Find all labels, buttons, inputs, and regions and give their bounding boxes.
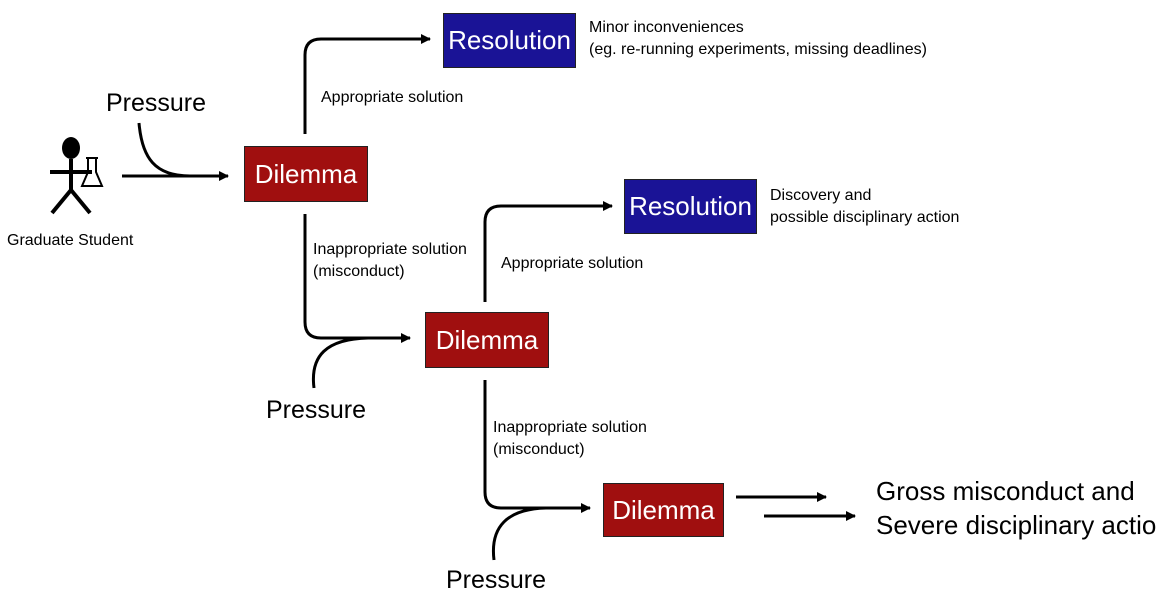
graduate-student-label: Graduate Student <box>7 232 134 249</box>
dilemma-box-2: Dilemma <box>425 312 549 368</box>
disciplinary-action-label: possible disciplinary action <box>770 209 960 226</box>
inappropriate-solution-label-1: Inappropriate solution <box>313 241 467 258</box>
flask-icon <box>80 157 104 187</box>
resolution-box-1-label: Resolution <box>448 25 571 55</box>
gross-misconduct-label: Gross misconduct and <box>876 476 1135 506</box>
appropriate-solution-label-2: Appropriate solution <box>501 255 644 272</box>
inappropriate-arrow-2 <box>483 380 591 513</box>
dilemma-box-1-label: Dilemma <box>254 158 358 189</box>
pressure-label-3: Pressure <box>446 566 547 594</box>
pressure-curve-1 <box>137 122 191 178</box>
discovery-label: Discovery and <box>770 187 872 204</box>
minor-inconveniences-detail: (eg. re-running experiments, missing dea… <box>589 41 927 58</box>
dilemma-box-3: Dilemma <box>603 483 724 537</box>
appropriate-solution-label-1: Appropriate solution <box>321 89 464 106</box>
student-figure-icon <box>50 137 92 215</box>
pressure-curve-3 <box>491 506 547 561</box>
dilemma-box-1: Dilemma <box>244 146 368 202</box>
minor-inconveniences-label: Minor inconveniences <box>589 19 744 36</box>
dilemma-box-3-label: Dilemma <box>612 494 715 525</box>
pressure-label-2: Pressure <box>266 396 367 424</box>
inappropriate-arrow-1 <box>303 214 411 343</box>
severe-disciplinary-label: Severe disciplinary action <box>876 510 1157 540</box>
resolution-box-2-label: Resolution <box>629 191 752 221</box>
inappropriate-solution-label-2: Inappropriate solution <box>493 419 647 436</box>
resolution-box-2: Resolution <box>624 179 757 234</box>
appropriate-arrow-2 <box>483 201 613 302</box>
pressure-label-1: Pressure <box>106 89 207 117</box>
appropriate-arrow-1 <box>303 34 431 134</box>
resolution-box-1: Resolution <box>443 13 576 68</box>
misconduct-label-1: (misconduct) <box>313 263 405 280</box>
misconduct-label-2: (misconduct) <box>493 441 585 458</box>
pressure-curve-2 <box>311 336 369 389</box>
dilemma-box-2-label: Dilemma <box>435 324 539 355</box>
